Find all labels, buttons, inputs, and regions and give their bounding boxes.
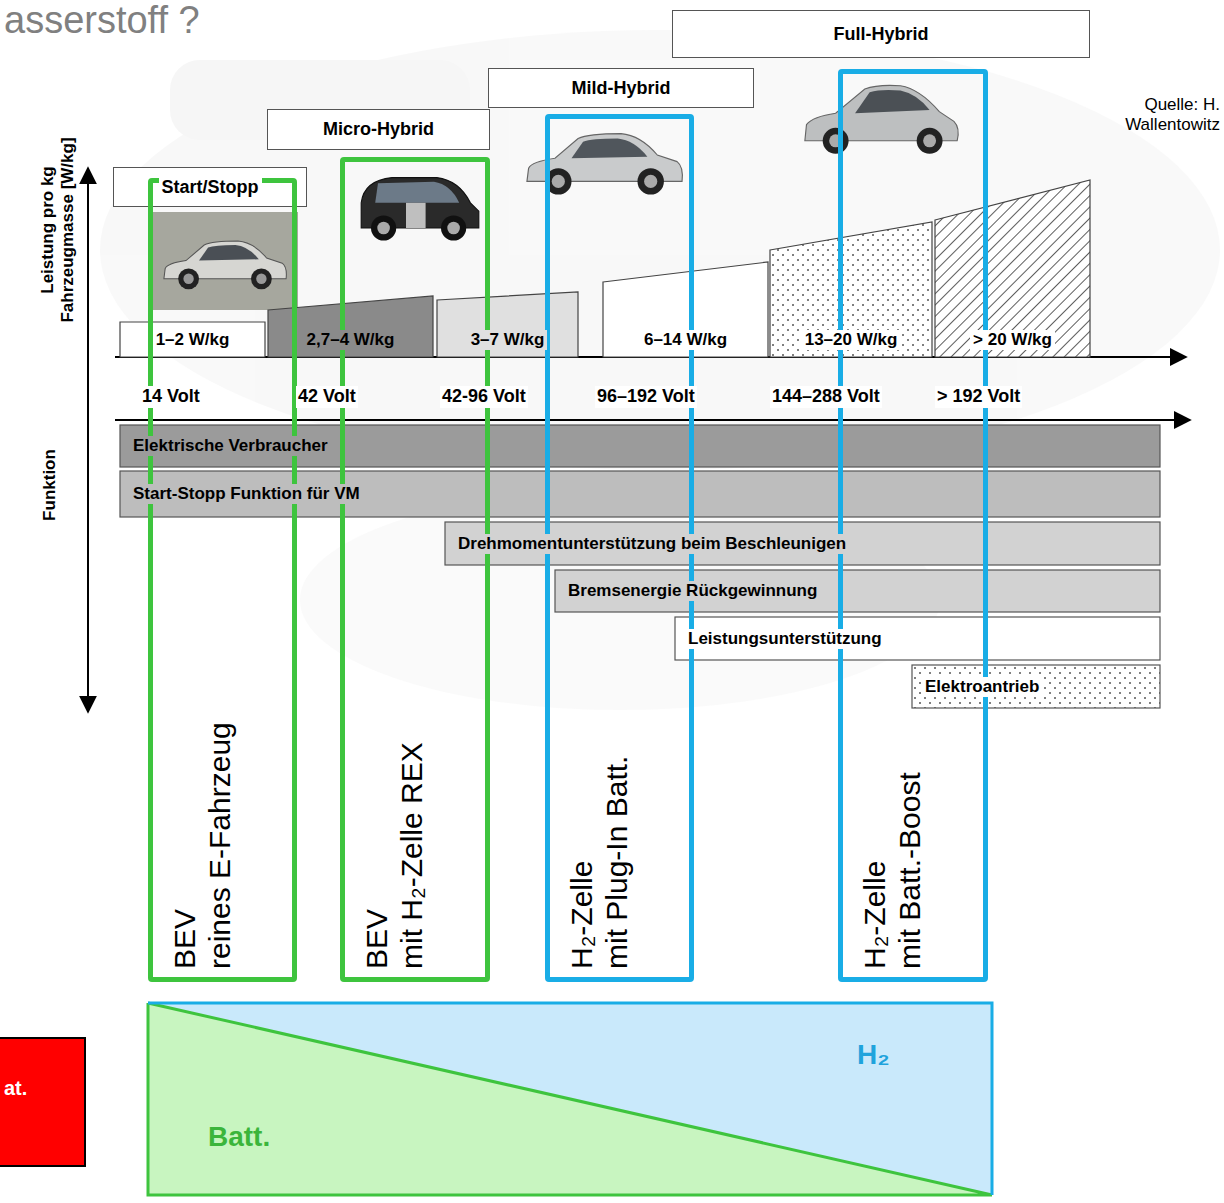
car-photo — [152, 212, 298, 310]
function-label: Elektrische Verbraucher — [130, 436, 331, 456]
rotated-text-block: BEVmit H₂-Zelle REX — [359, 170, 430, 969]
bar-shape — [603, 262, 768, 357]
power-label: 1–2 W/kg — [153, 330, 233, 350]
power-bar: 3–7 W/kg — [437, 292, 578, 357]
share-wedge: Batt. H₂ — [148, 1003, 992, 1195]
share-label: Batt. — [205, 1121, 273, 1153]
shape-outline — [148, 1003, 992, 1195]
category-label: Full-Hybrid — [831, 24, 932, 45]
category-box: Start/Stopp — [113, 167, 307, 207]
axis-label: Leistung pro kg Fahrzeugmasse [W/kg] — [38, 130, 79, 330]
share-label: H₂ — [854, 1039, 893, 1071]
function-label: Bremsenergie Rückgewinnung — [565, 581, 820, 601]
red-box-label: at. — [4, 1077, 27, 1099]
rotated-text-block: H₂-Zellemit Plug-In Batt. — [564, 127, 635, 969]
concept-label: mit Plug-In Batt. — [599, 756, 634, 969]
power-label: 13–20 W/kg — [802, 330, 901, 350]
function-label: Leistungsunterstützung — [685, 629, 885, 649]
band-shape — [445, 522, 1160, 565]
rotated-text-block: BEVreines E-Fahrzeug — [167, 191, 238, 969]
category-label: Start/Stopp — [159, 177, 262, 198]
concept-label: H₂-Zelle — [564, 861, 599, 969]
voltage-label: 96–192 Volt — [595, 386, 697, 408]
function-label: Drehmomentunterstützung beim Beschleunig… — [455, 534, 849, 554]
function-label: Start-Stopp Funktion für VM — [130, 484, 363, 504]
voltage-label: 144–288 Volt — [770, 386, 882, 408]
concept-label: BEV — [359, 909, 394, 969]
function-band: Elektrische Verbraucher — [120, 425, 1160, 467]
voltage-label: 14 Volt — [140, 386, 202, 408]
axis-arrows — [88, 168, 1190, 712]
power-label: 2,7–4 W/kg — [304, 330, 398, 350]
category-box: Full-Hybrid — [672, 10, 1090, 58]
band-shape — [912, 665, 1160, 708]
function-band: Bremsenergie Rückgewinnung — [555, 570, 1160, 612]
battery-share — [148, 1003, 992, 1195]
category-box: Micro-Hybrid — [267, 109, 490, 150]
voltage-label: 42-96 Volt — [440, 386, 528, 408]
concept-label: BEV — [167, 909, 202, 969]
rotated-text-block: H₂-Zellemit Batt.-Boost — [857, 82, 928, 969]
car-photo — [805, 85, 958, 153]
category-box: Mild-Hybrid — [488, 68, 754, 108]
function-label: Elektroantrieb — [922, 677, 1042, 697]
band-shape — [120, 471, 1160, 517]
voltage-label: 42 Volt — [296, 386, 358, 408]
function-band: Leistungsunterstützung — [675, 617, 1160, 660]
bar-shape — [935, 180, 1090, 357]
concept-frame: BEVmit H₂-Zelle REX — [340, 157, 490, 982]
function-band: Elektroantrieb — [912, 665, 1160, 708]
category-label: Mild-Hybrid — [569, 78, 674, 99]
category-label: Micro-Hybrid — [320, 119, 437, 140]
power-label: > 20 W/kg — [970, 330, 1055, 350]
bar-shape — [770, 222, 932, 357]
concept-frame: BEVreines E-Fahrzeug — [148, 178, 297, 982]
bar-shape — [437, 292, 578, 357]
band-shape — [120, 425, 1160, 467]
voltage-label: > 192 Volt — [935, 386, 1022, 408]
power-label: 3–7 W/kg — [468, 330, 548, 350]
concept-frame: H₂-Zellemit Batt.-Boost — [838, 69, 988, 982]
car-photo — [527, 134, 682, 195]
axis-label: Funktion — [40, 435, 60, 535]
car-photo — [361, 178, 479, 241]
hydrogen-share — [148, 1003, 992, 1195]
battery-outline — [148, 1003, 992, 1195]
function-band: Drehmomentunterstützung beim Beschleunig… — [445, 522, 1160, 565]
power-label: 6–14 W/kg — [641, 330, 730, 350]
power-bar: 6–14 W/kg — [603, 262, 768, 357]
hydrogen-outline — [148, 1003, 992, 1195]
power-bar: 1–2 W/kg — [120, 322, 265, 357]
page-title: asserstoff ? — [4, 0, 200, 42]
concept-label: reines E-Fahrzeug — [202, 722, 237, 969]
concept-label: mit Batt.-Boost — [892, 772, 927, 969]
bar-shape — [120, 322, 265, 357]
concept-label: mit H₂-Zelle REX — [394, 742, 429, 969]
power-bar: 13–20 W/kg — [770, 222, 932, 357]
source-note: Quelle: H. Wallentowitz — [1078, 95, 1220, 136]
concept-label: H₂-Zelle — [857, 861, 892, 969]
band-shape — [555, 570, 1160, 612]
background-motor — [100, 30, 1220, 710]
power-bar: > 20 W/kg — [935, 180, 1090, 357]
band-shape — [675, 617, 1160, 660]
function-band: Start-Stopp Funktion für VM — [120, 471, 1160, 517]
red-box: at. — [0, 1037, 86, 1167]
